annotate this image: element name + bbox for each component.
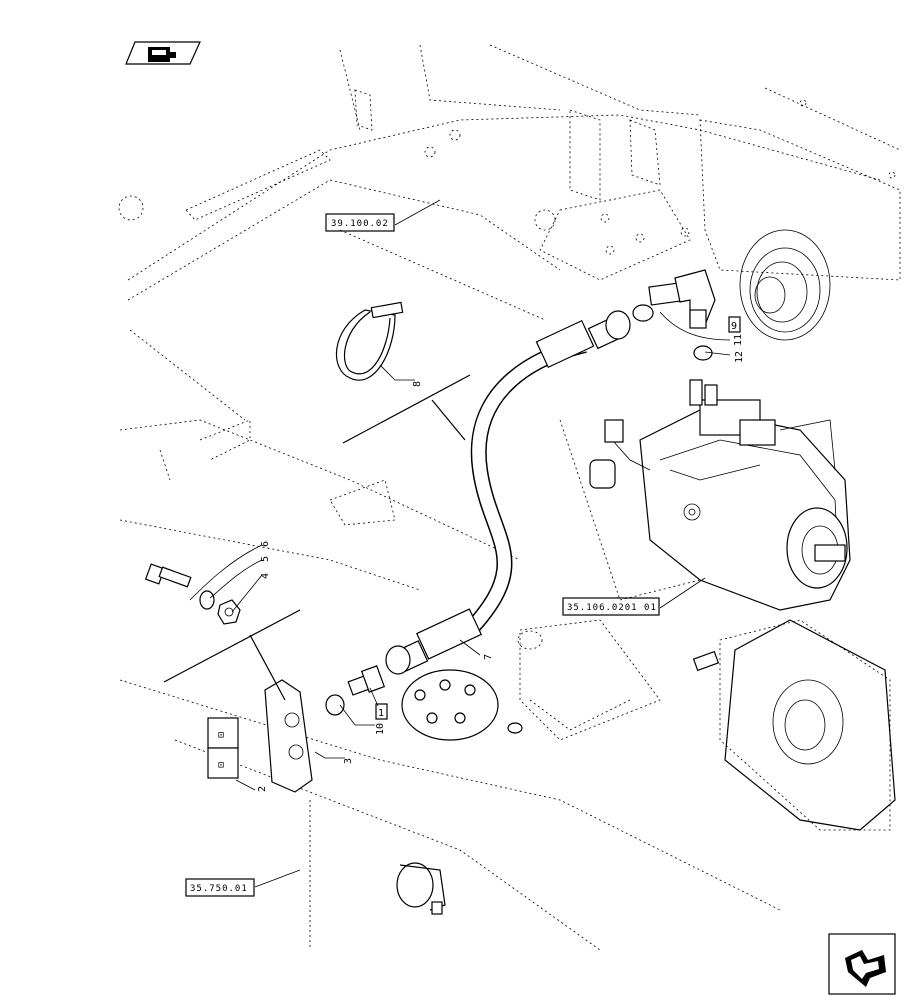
lower-motor-flange [724, 619, 896, 831]
ref-label-pump: 35.106.0201 01 [567, 603, 657, 613]
callout-12: 12 [734, 351, 745, 363]
callout-5: 5 [260, 556, 271, 562]
frame-structure [119, 44, 901, 951]
callout-8: 8 [412, 381, 423, 387]
callout-7: 7 [483, 654, 494, 660]
ref-label-chassis: 35.750.01 [190, 884, 248, 894]
upper-motor-flange [739, 229, 831, 341]
wheel-hub [401, 630, 543, 741]
straight-fitting [325, 665, 386, 716]
leader-lines [163, 199, 731, 888]
svg-text:⊡: ⊡ [218, 760, 224, 771]
callout-2: 2 [257, 786, 268, 792]
callout-3: 3 [343, 758, 354, 764]
frame-holes [118, 99, 896, 255]
callout-4: 4 [260, 573, 271, 579]
callout-11: 11 [733, 334, 744, 346]
bracket [264, 679, 313, 793]
label-plates: ⊡ ⊡ [207, 717, 239, 779]
next-page-arrow-icon[interactable] [828, 933, 896, 995]
hydraulic-pump [589, 379, 851, 611]
pin [692, 650, 720, 672]
callout-label: 1 [378, 708, 384, 719]
callout-10: 10 [375, 723, 386, 735]
ref-39-100-02[interactable]: 39.100.02 [325, 213, 395, 232]
book-arrow-icon[interactable] [125, 41, 201, 65]
callout-label: 9 [731, 321, 737, 332]
hydraulic-hose [385, 310, 631, 675]
callout-9[interactable]: 9 [728, 316, 741, 333]
ref-35-750-01[interactable]: 35.750.01 [185, 878, 255, 897]
elbow-fitting [632, 269, 716, 361]
ref-label-frame: 39.100.02 [331, 219, 389, 229]
callout-1-lower[interactable]: 1 [375, 703, 388, 720]
svg-text:⊡: ⊡ [218, 730, 224, 741]
bolt-washer-nut [144, 563, 241, 625]
cable-tie [335, 301, 404, 381]
ref-35-106-0201-01[interactable]: 35.106.0201 01 [562, 597, 660, 616]
pipe-end [396, 862, 446, 915]
callout-6: 6 [260, 541, 271, 547]
